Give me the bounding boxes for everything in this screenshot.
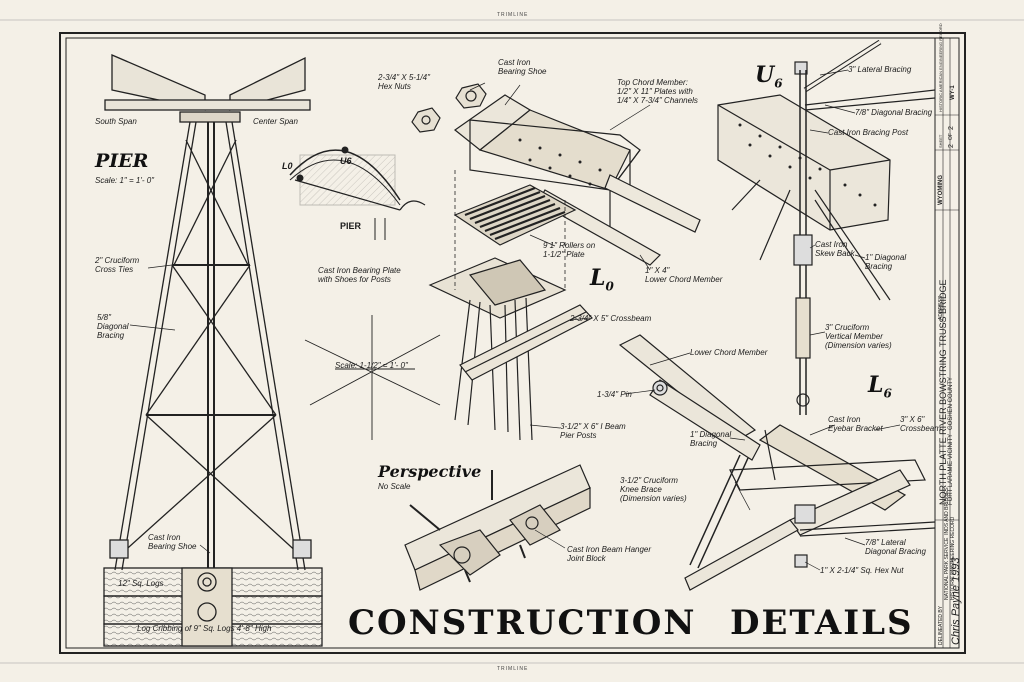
u6-detail-drawing — [717, 39, 936, 415]
key-pier: PIER — [340, 221, 362, 231]
address-label: ADDRESS — [938, 295, 944, 320]
pier-heading: PIER — [95, 150, 149, 172]
l6-marker-sub: 6 — [883, 386, 892, 401]
l0-marker-sub: 0 — [605, 279, 614, 294]
pier-drawing — [103, 54, 323, 647]
cross-ties-label: 2" Cruciform Cross Ties — [95, 256, 140, 274]
perspective-scale: No Scale — [378, 482, 411, 491]
l0-bearing-shoe-label: Cast Iron Bearing Shoe — [498, 58, 547, 76]
location: FORT LARAMIE VICINITY — [948, 433, 954, 505]
pin-label: 1-3/4" Pin — [597, 390, 632, 399]
u6-lateral-label: 3" Lateral Bracing — [848, 65, 912, 74]
state: WYOMING — [938, 175, 944, 205]
l6-detail-drawing — [618, 334, 936, 591]
l6-diag-label: 1" Diagonal Bracing — [690, 430, 732, 448]
l6-marker: L6 — [868, 372, 892, 401]
l0-marker: L0 — [590, 265, 614, 294]
vertical-member-label: 3" Cruciform Vertical Member (Dimension … — [825, 323, 892, 350]
i-beam-label: 3-1/2" X 6" I Beam Pier Posts — [560, 422, 626, 440]
crossbeam-label: 2-3/4" X 5" Crossbeam — [570, 314, 652, 323]
l6-lateral-label: 7/8" Lateral Diagonal Bracing — [865, 538, 926, 556]
u6-one-inch-diag-label: 1" Diagonal Bracing — [865, 253, 907, 271]
knee-brace-label: 3-1/2" Cruciform Knee Brace (Dimension v… — [620, 476, 687, 503]
leader-lines — [129, 69, 901, 571]
sheet-total: 2 — [948, 126, 955, 130]
diagonal-bracing-label: 5/8" Diagonal Bracing — [97, 313, 129, 340]
top-chord-label: Top Chord Member: 1/2" X 11" Plates with… — [617, 78, 698, 105]
eyebar-label: Cast Iron Eyebar Bracket — [828, 415, 883, 433]
key-u6: U6 — [340, 156, 352, 166]
outer-border — [59, 32, 966, 654]
key-diagram — [289, 146, 426, 240]
bottom-trimline: TRIMLINE — [497, 666, 529, 672]
south-span-label: South Span — [95, 117, 137, 126]
record-code: WY-1 — [950, 85, 956, 100]
perspective-heading: Perspective — [378, 462, 482, 481]
l0-scale-label: Scale: 1-1/2" = 1'- 0" — [335, 361, 408, 370]
u6-marker-sub: 6 — [774, 76, 783, 91]
log-cribbing-label: Log Cribbing of 9" Sq. Logs 4'-8" High — [137, 624, 272, 633]
l6-crossbeam-label: 3" X 6" Crossbeam — [900, 415, 941, 433]
perspective-drawing — [404, 464, 591, 591]
inner-border — [65, 37, 960, 649]
pier-scale: Scale: 1" = 1'- 0" — [95, 176, 155, 185]
hex-nuts-label: 2-3/4" X 5-1/4" Hex Nuts — [378, 73, 430, 91]
key-l0: L0 — [282, 161, 293, 171]
county: GOSHEN COUNTY — [948, 376, 954, 430]
title-details: DETAILS — [730, 603, 914, 643]
sq-logs-label: 12" Sq. Logs — [118, 579, 164, 588]
l6-lower-chord-label: Lower Chord Member — [690, 348, 768, 357]
sheet-of: OF — [948, 133, 954, 140]
sheet-number: 2 — [948, 144, 955, 148]
sheet-label: SHEET — [938, 134, 943, 148]
pier-bearing-shoe-label: Cast Iron Bearing Shoe — [148, 533, 197, 551]
record-name: HISTORIC AMERICAN ENGINEERING RECORD — [938, 23, 943, 112]
hex-nut-label: 1" X 2-1/4" Sq. Hex Nut — [820, 566, 904, 575]
top-trimline: TRIMLINE — [497, 12, 529, 18]
u6-diagonal-label: 7/8" Diagonal Bracing — [855, 108, 933, 117]
bearing-plate-label: Cast Iron Bearing Plate with Shoes for P… — [318, 266, 401, 284]
delineated-by: DELINEATED BY — [938, 605, 944, 645]
u6-marker: U6 — [755, 62, 783, 91]
title-construction: CONSTRUCTION — [348, 603, 697, 643]
center-span-label: Center Span — [253, 117, 298, 126]
skew-back-label: Cast Iron Skew Back — [815, 240, 855, 258]
rollers-label: 9 1" Rollers on 1-1/2" Plate — [543, 241, 596, 259]
l0-detail-drawing — [304, 83, 701, 441]
bracing-post-label: Cast Iron Bracing Post — [828, 128, 909, 137]
l0-lower-chord-label: 1" X 4" Lower Chord Member — [645, 266, 723, 284]
beam-hanger-label: Cast Iron Beam Hanger Joint Block — [567, 545, 652, 563]
